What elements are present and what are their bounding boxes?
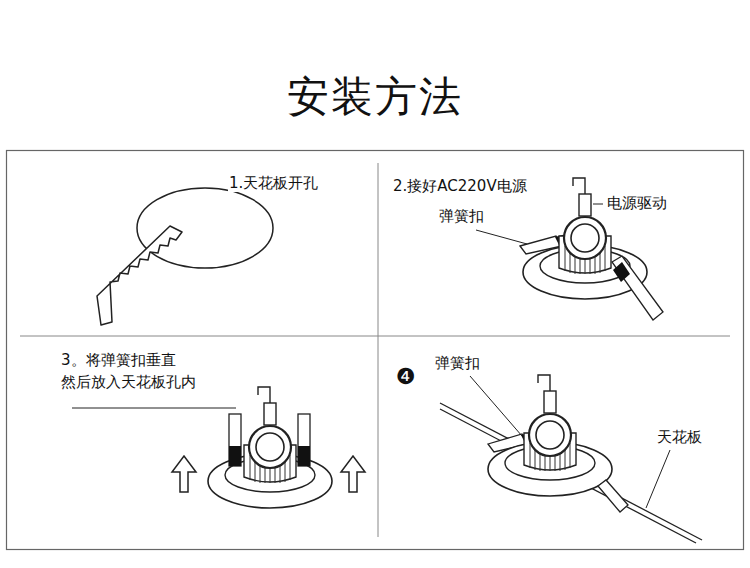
divider	[20, 336, 730, 337]
part-label: 弹簧扣	[438, 207, 485, 225]
divider	[378, 163, 379, 537]
part-label: 天花板	[656, 428, 703, 446]
step-label: 3。将弹簧扣垂直 然后放入天花板孔内	[60, 350, 222, 394]
part-label: 弹簧扣	[434, 354, 481, 372]
step-label: 2.接好AC220V电源	[392, 177, 528, 195]
panel-frame	[7, 151, 744, 550]
page-title: 安装方法	[0, 72, 750, 122]
fixture-clips-vertical	[72, 387, 365, 508]
callout-number: ❹	[395, 364, 417, 390]
step-label: 1.天花板开孔	[228, 174, 319, 192]
saw-cutting	[97, 188, 273, 325]
fixture-in-ceiling	[440, 375, 702, 543]
part-label: 电源驱动	[606, 194, 668, 212]
